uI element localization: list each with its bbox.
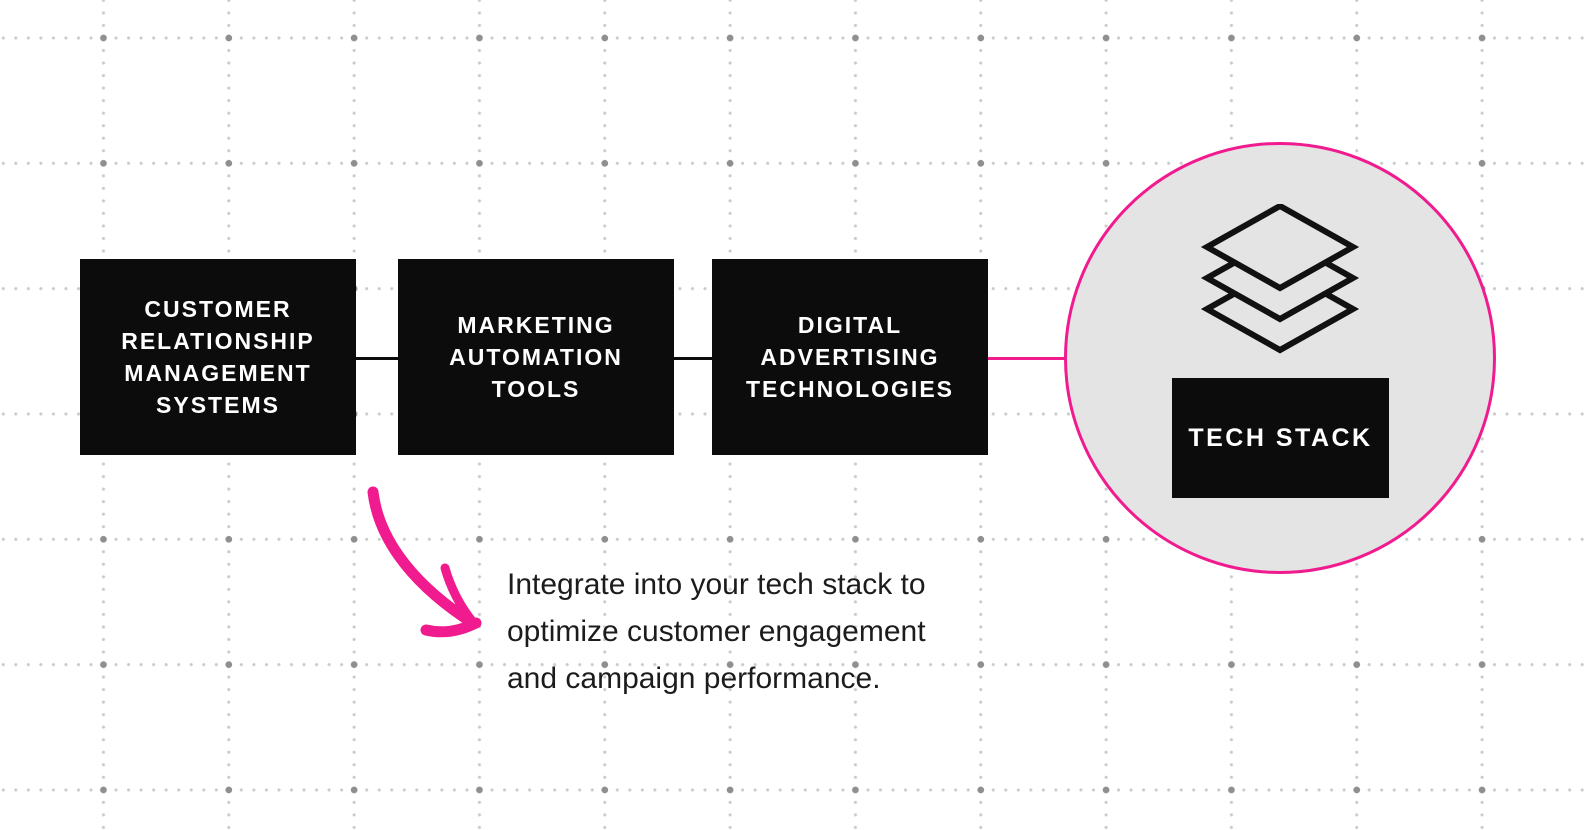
tech-stack-label-box: TECH STACK xyxy=(1172,378,1389,498)
marketing-automation-box: MARKETING AUTOMATION TOOLS xyxy=(398,259,674,455)
digital-advertising-label: DIGITAL ADVERTISING TECHNOLOGIES xyxy=(745,312,954,402)
digital-advertising-box: DIGITAL ADVERTISING TECHNOLOGIES xyxy=(712,259,988,455)
crm-systems-box: CUSTOMER RELATIONSHIP MANAGEMENT SYSTEMS xyxy=(80,259,356,455)
connector-line-advertising-to-tech-stack xyxy=(988,357,1067,360)
layers-icon xyxy=(1200,204,1360,354)
crm-systems-label: CUSTOMER RELATIONSHIP MANAGEMENT SYSTEMS xyxy=(121,296,315,418)
connector-line-automation-to-advertising xyxy=(674,357,712,360)
hand-drawn-arrow-icon xyxy=(367,486,482,638)
tech-stack-label: TECH STACK xyxy=(1188,423,1373,452)
marketing-automation-label: MARKETING AUTOMATION TOOLS xyxy=(449,312,623,402)
caption-text: Integrate into your tech stack to optimi… xyxy=(507,568,926,695)
connector-line-crm-to-automation xyxy=(356,357,398,360)
